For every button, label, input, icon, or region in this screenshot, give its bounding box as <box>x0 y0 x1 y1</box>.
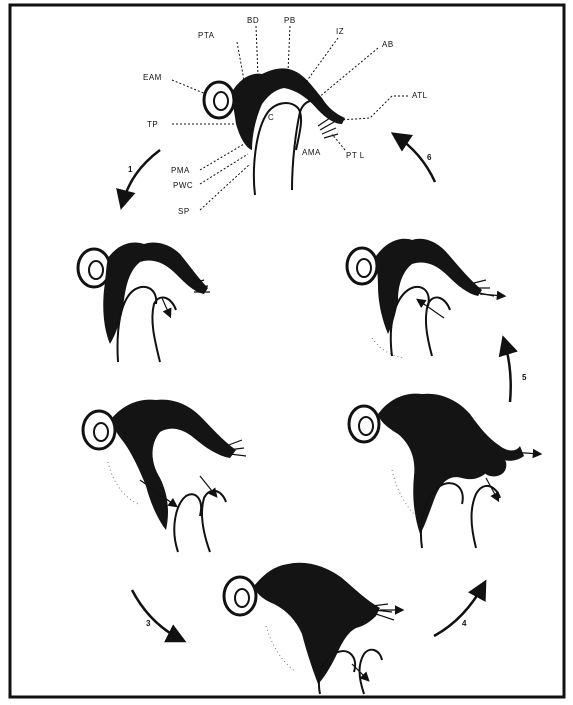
leader-iz <box>306 38 338 82</box>
cycle-arrow-1 <box>122 150 160 205</box>
panel-stage-4 <box>224 563 402 694</box>
label-bd: BD <box>247 16 259 25</box>
panel-labelled-closed: PTA BD PB IZ AB EAM ATL TP C AMA PMA PWC… <box>143 16 428 216</box>
leader-sp <box>200 164 250 210</box>
label-ab: AB <box>382 40 394 49</box>
label-tp: TP <box>147 120 158 129</box>
cycle-arrow-5 <box>504 340 511 402</box>
leader-bd <box>256 26 258 76</box>
leader-ptl <box>332 134 345 150</box>
label-iz: IZ <box>336 27 344 36</box>
cycle-arrow-4 <box>434 584 484 636</box>
label-atl: ATL <box>412 91 428 100</box>
label-pwc: PWC <box>173 181 193 190</box>
step-label-3: 3 <box>146 619 151 628</box>
leader-ab <box>318 48 378 98</box>
label-ama: AMA <box>302 148 321 157</box>
step-label-6: 6 <box>427 153 432 162</box>
panel-stage-1 <box>78 242 210 362</box>
panel-stage-2 <box>83 400 246 552</box>
cycle-arrow-3 <box>132 590 182 640</box>
step-label-5: 5 <box>522 373 527 382</box>
label-sp: SP <box>178 207 190 216</box>
step-label-4: 4 <box>462 619 467 628</box>
leader-atl <box>340 96 408 120</box>
label-c: C <box>268 113 274 122</box>
leader-pma <box>200 144 244 170</box>
label-pb: PB <box>284 16 296 25</box>
panel-stage-5 <box>349 394 540 548</box>
disc-complex <box>232 68 345 150</box>
panel-stage-6 <box>347 239 504 358</box>
leader-eam <box>172 80 206 94</box>
label-pta: PTA <box>198 31 215 40</box>
ear-canal-inner <box>214 92 228 110</box>
label-ptl: PT L <box>346 151 365 160</box>
leader-pta <box>237 42 244 80</box>
label-pma: PMA <box>171 166 190 175</box>
label-eam: EAM <box>143 73 162 82</box>
leader-pwc <box>200 154 248 184</box>
step-label-1: 1 <box>128 165 133 174</box>
leader-pb <box>288 26 290 72</box>
